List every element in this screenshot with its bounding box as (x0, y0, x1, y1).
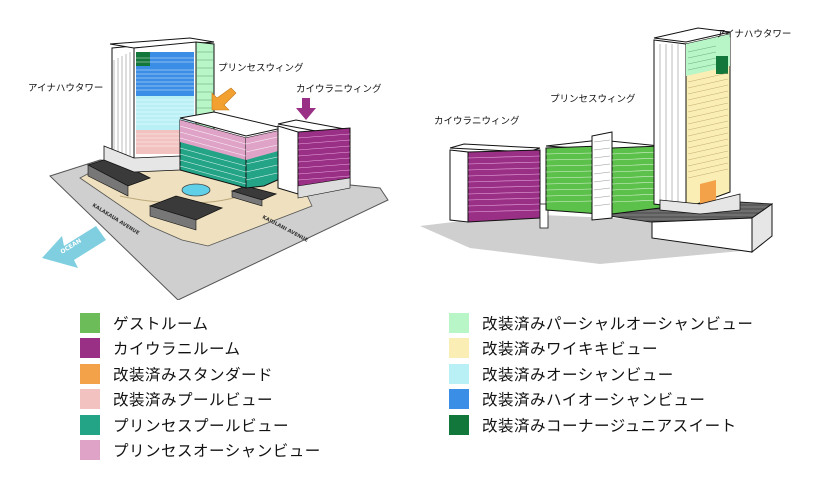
platform-side (751, 203, 773, 254)
ainahau-highocean-band (136, 66, 194, 96)
legend-swatch (449, 363, 469, 384)
r-ainahau-base (659, 193, 741, 215)
legend-right: 改装済みパーシャルオーシャンビュー 改装済みワイキキビュー 改装済みオーシャンビ… (449, 310, 753, 438)
legend-item: 改装済みスタンダード (80, 361, 321, 387)
r-ainahau-front (685, 33, 731, 209)
legend-item: 改装済みプールビュー (80, 387, 321, 413)
kaiulani-wing-base (297, 177, 351, 199)
r-princess-core-lines (593, 139, 611, 207)
right-diagram: アイナハウタワー プリンセスウィング カイウラニウィング (420, 27, 791, 264)
legend-swatch (80, 440, 100, 461)
r-princess-right (611, 145, 661, 215)
legend-item: ゲストルーム (80, 310, 321, 336)
r-princess-floor-lines (545, 151, 661, 203)
left-kaiulani-label: カイウラニウィング (296, 83, 382, 95)
hotel-building-diagrams: OCEAN KALAKAUA AVENUE KAIULANI AVENUE アイ… (28, 27, 791, 300)
legend-item: 改装済みコーナージュニアスイート (449, 412, 753, 438)
legend-label: ゲストルーム (113, 314, 209, 333)
legend-swatch (80, 389, 100, 410)
legend-label: 改装済みワイキキビュー (482, 340, 659, 359)
legend-label: 改装済みパーシャルオーシャンビュー (482, 314, 754, 333)
legend-swatch (449, 312, 469, 333)
kaiulani-wing-floor-lines (297, 133, 351, 181)
r-ainahau-left (653, 39, 687, 209)
legend-item: 改装済みオーシャンビュー (449, 361, 753, 387)
legend-swatch (449, 414, 469, 435)
right-princess-label: プリンセスウィング (550, 93, 636, 105)
courtyard-building-3-front (231, 190, 263, 207)
r-ainahau-roof (653, 27, 731, 43)
ainahau-corner-band (136, 52, 150, 66)
legend-label: 改装済みオーシャンビュー (482, 365, 674, 384)
ainahau-highocean-top (150, 52, 194, 66)
princess-wing-ocean-band (180, 120, 246, 160)
legend-swatch (80, 312, 100, 333)
legend-left: ゲストルーム カイウラニルーム 改装済みスタンダード 改装済みプールビュー プリ… (80, 310, 321, 463)
right-kaiulani-label: カイウラニウィング (434, 115, 520, 127)
legend-label: 改装済みコーナージュニアスイート (482, 416, 737, 435)
princess-wing-arrow (211, 87, 237, 111)
legend-swatch (449, 389, 469, 410)
r-ainahau-left-stripes (659, 44, 679, 207)
r-ainahau-floor-lines (687, 72, 729, 179)
legend-item: プリンセスプールビュー (80, 412, 321, 438)
r-ainahau-std-band (700, 180, 716, 204)
legend-item: 改装済みワイキキビュー (449, 336, 753, 362)
r-ainahau-partial-lines (687, 45, 717, 71)
r-kaiulani-floor-lines (467, 155, 541, 213)
left-princess-label: プリンセスウィング (218, 62, 304, 74)
ainahau-tower-roof (109, 37, 215, 49)
courtyard-building-2-front (149, 205, 197, 231)
legend-item: 改装済みハイオーシャンビュー (449, 387, 753, 413)
princess-wing-floor-lines (179, 125, 283, 185)
r-ainahau-corner-band (716, 56, 728, 74)
left-diagram: OCEAN KALAKAUA AVENUE KAIULANI AVENUE アイ… (28, 37, 389, 300)
legend-swatch (449, 338, 469, 359)
legend-item: 改装済みパーシャルオーシャンビュー (449, 310, 753, 336)
r-princess-core (591, 131, 613, 221)
legend-label: カイウラニルーム (113, 340, 241, 359)
courtyard-building-1-front (87, 164, 129, 197)
legend-label: プリンセスオーシャンビュー (113, 442, 321, 461)
ainahau-tower-side-stripes (113, 52, 131, 159)
legend-swatch (80, 338, 100, 359)
legend-label: 改装済みスタンダード (113, 365, 274, 384)
legend-label: プリンセスプールビュー (113, 416, 290, 435)
kaiulani-wing-arrow (296, 98, 316, 120)
ainahau-tower-side (111, 45, 135, 161)
ocean-arrow (42, 226, 106, 268)
legend-item: プリンセスオーシャンビュー (80, 438, 321, 464)
pool (181, 183, 211, 197)
legend-label: 改装済みハイオーシャンビュー (482, 391, 706, 410)
right-ainahau-label: アイナハウタワー (716, 29, 791, 40)
legend-label: 改装済みプールビュー (113, 391, 274, 410)
kaiulani-wing-left (277, 125, 299, 195)
r-kaiulani-left (449, 149, 469, 223)
legend-swatch (80, 363, 100, 384)
left-ainahau-label: アイナハウタワー (28, 83, 103, 94)
princess-wing-end-ocean (246, 130, 282, 160)
legend-item: カイウラニルーム (80, 336, 321, 362)
legend-swatch (80, 414, 100, 435)
